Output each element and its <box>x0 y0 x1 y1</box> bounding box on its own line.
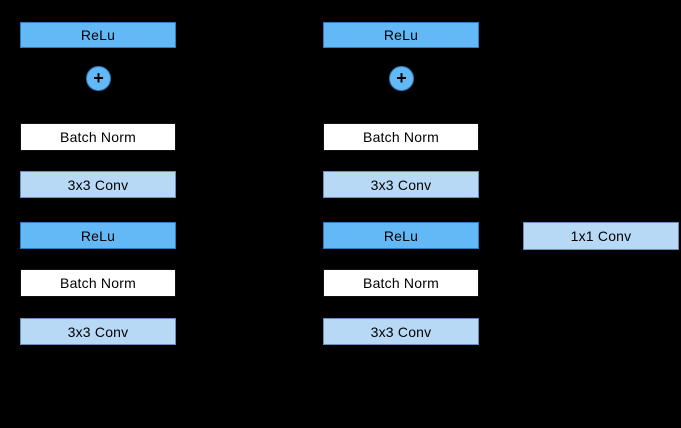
conv-3x3-label: 3x3 Conv <box>67 176 129 193</box>
conv-3x3-box: 3x3 Conv <box>20 318 176 345</box>
batch-norm-box: Batch Norm <box>20 123 176 151</box>
relu-label: ReLu <box>80 227 116 244</box>
relu-box: ReLu <box>20 22 176 48</box>
batch-norm-label: Batch Norm <box>363 129 439 145</box>
conv-3x3-label: 3x3 Conv <box>370 323 432 340</box>
add-node: + <box>86 66 111 91</box>
relu-box: ReLu <box>323 22 479 48</box>
batch-norm-box: Batch Norm <box>20 269 176 297</box>
batch-norm-label: Batch Norm <box>60 129 136 145</box>
conv-3x3-box: 3x3 Conv <box>20 171 176 198</box>
add-node: + <box>389 66 414 91</box>
relu-box: ReLu <box>323 222 479 249</box>
conv-3x3-label: 3x3 Conv <box>370 176 432 193</box>
batch-norm-box: Batch Norm <box>323 269 479 297</box>
relu-label: ReLu <box>80 27 116 43</box>
batch-norm-label: Batch Norm <box>363 275 439 291</box>
conv-3x3-box: 3x3 Conv <box>323 171 479 198</box>
relu-label: ReLu <box>383 227 419 244</box>
batch-norm-label: Batch Norm <box>60 275 136 291</box>
conv-3x3-box: 3x3 Conv <box>323 318 479 345</box>
relu-label: ReLu <box>383 27 419 43</box>
plus-icon: + <box>396 67 407 88</box>
conv-1x1-box: 1x1 Conv <box>523 222 679 250</box>
conv-1x1-label: 1x1 Conv <box>570 228 632 244</box>
plus-icon: + <box>93 67 104 88</box>
relu-box: ReLu <box>20 222 176 249</box>
batch-norm-box: Batch Norm <box>323 123 479 151</box>
conv-3x3-label: 3x3 Conv <box>67 323 129 340</box>
